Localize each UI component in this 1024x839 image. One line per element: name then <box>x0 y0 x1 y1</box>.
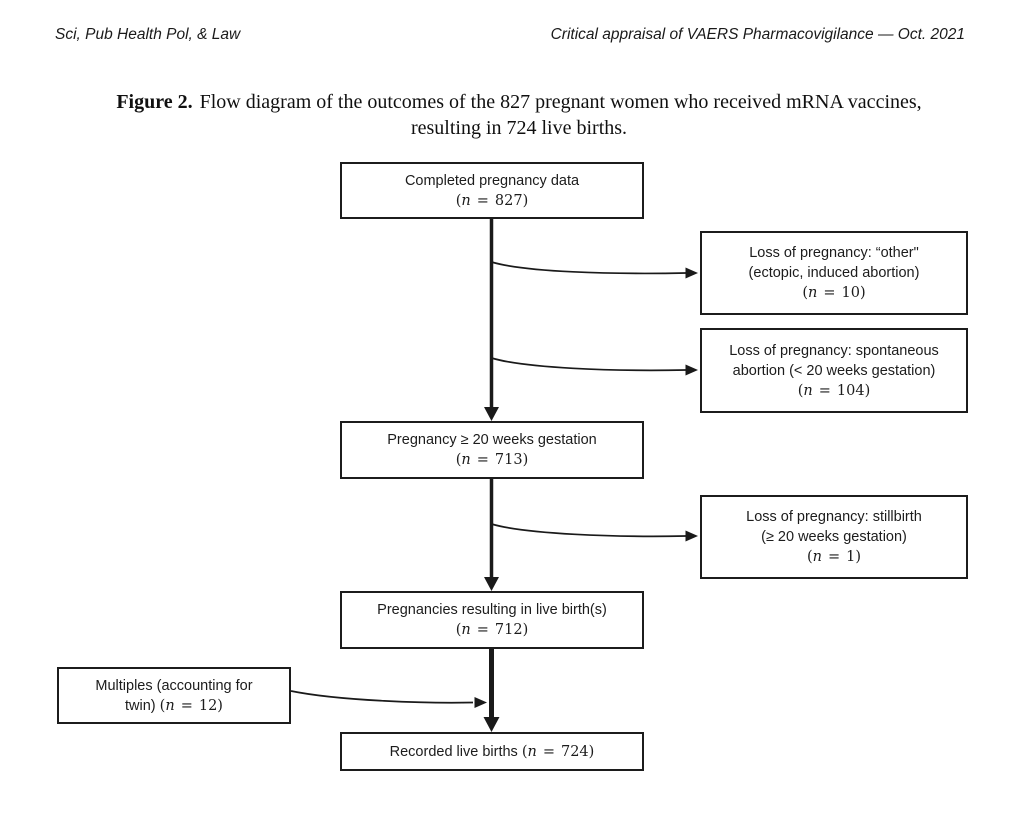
node-completed-pregnancy: Completed pregnancy data (n=827) <box>340 162 644 219</box>
node-count: twin) (n=12) <box>125 697 223 714</box>
count-value: 724 <box>560 743 589 760</box>
node-label: Loss of pregnancy: stillbirth <box>746 509 922 525</box>
count-value: 104 <box>836 382 865 399</box>
n-symbol: n <box>461 452 471 468</box>
n-symbol: n <box>165 697 175 714</box>
node-count: Recorded live births (n=724) <box>389 743 595 760</box>
node-count: (n=827) <box>455 192 529 209</box>
node-label: abortion (< 20 weeks gestation) <box>732 362 936 379</box>
arrowhead-multiples-merge <box>474 697 487 708</box>
n-symbol: n <box>812 549 822 565</box>
node-label: Multiples (accounting for <box>95 677 253 694</box>
count-value: 713 <box>494 452 523 468</box>
node-count: (n=10) <box>802 285 866 301</box>
count-value: 10 <box>841 285 860 301</box>
figure-caption-line1: Figure 2. Flow diagram of the outcomes of… <box>14 89 1024 115</box>
figure-label: Figure 2. <box>116 91 193 113</box>
node-count: (n=1) <box>806 549 862 565</box>
arrowhead-gestation-to-livebirths <box>484 577 499 591</box>
node-label: (ectopic, induced abortion) <box>748 265 920 281</box>
node-label: (≥ 20 weeks gestation) <box>761 529 907 545</box>
n-symbol: n <box>461 192 471 209</box>
node-recorded-live-births: Recorded live births (n=724) <box>340 732 644 771</box>
node-loss-spontaneous: Loss of pregnancy: spontaneous abortion … <box>700 328 968 413</box>
node-label: Pregnancy ≥ 20 weeks gestation <box>387 432 597 448</box>
arrowhead-branch-loss-other <box>685 267 698 279</box>
node-multiples: Multiples (accounting for twin) (n=12) <box>57 667 291 724</box>
node-pregnancy-20-weeks: Pregnancy ≥ 20 weeks gestation (n=713) <box>340 421 644 479</box>
arrow-multiples-merge <box>290 690 474 704</box>
arrow-branch-loss-stillbirth <box>491 523 687 538</box>
n-symbol: n <box>527 743 537 760</box>
node-live-births: Pregnancies resulting in live birth(s) (… <box>340 591 644 649</box>
node-loss-stillbirth: Loss of pregnancy: stillbirth (≥ 20 week… <box>700 495 968 579</box>
node-label: Pregnancies resulting in live birth(s) <box>377 602 607 618</box>
figure-caption-line2: resulting in 724 live births. <box>410 117 628 139</box>
count-value: 1 <box>846 549 856 565</box>
node-loss-other: Loss of pregnancy: “other" (ectopic, ind… <box>700 231 968 315</box>
n-symbol: n <box>461 622 471 638</box>
n-symbol: n <box>808 285 818 301</box>
arrowhead-branch-loss-stillbirth <box>685 530 698 542</box>
figure-caption: Figure 2. Flow diagram of the outcomes of… <box>0 89 1024 141</box>
node-count: (n=713) <box>455 452 529 468</box>
count-value: 712 <box>494 622 523 638</box>
node-count: (n=712) <box>455 622 529 638</box>
running-header-left: Sci, Pub Health Pol, & Law <box>55 26 241 43</box>
arrowhead-branch-loss-spontaneous <box>685 364 698 376</box>
arrowhead-livebirths-to-recorded <box>483 717 500 732</box>
node-label: Loss of pregnancy: spontaneous <box>729 342 939 359</box>
count-value: 12 <box>198 697 218 714</box>
node-count: (n=104) <box>797 382 871 399</box>
n-symbol: n <box>803 382 813 399</box>
figure-caption-text: Flow diagram of the outcomes of the 827 … <box>199 91 922 113</box>
arrow-branch-loss-spontaneous <box>491 357 687 372</box>
arrowhead-completed-to-gestation <box>484 407 499 421</box>
node-label: Completed pregnancy data <box>404 172 580 189</box>
arrow-branch-loss-other <box>491 261 687 275</box>
count-value: 827 <box>494 192 523 209</box>
node-label: Loss of pregnancy: “other" <box>749 245 919 261</box>
running-header-right: Critical appraisal of VAERS Pharmacovigi… <box>550 26 965 43</box>
